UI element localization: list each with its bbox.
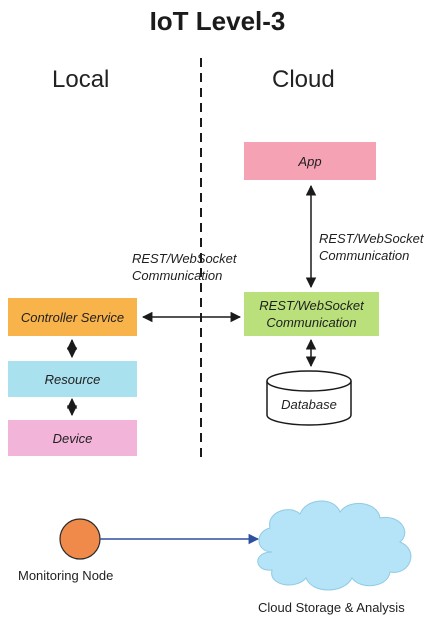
monitoring-node-icon: [59, 518, 101, 560]
database-label: Database: [281, 397, 337, 412]
local-zone-label: Local: [52, 66, 110, 93]
database-cylinder-icon: [266, 370, 352, 426]
cloud-icon: [257, 500, 412, 591]
cloud-storage-label: Cloud Storage & Analysis: [258, 600, 405, 615]
local-cloud-edge-label: REST/WebSocket Communication: [132, 251, 237, 283]
app-box: App: [244, 142, 376, 180]
device-box: Device: [8, 420, 137, 456]
monitoring-node-label: Monitoring Node: [18, 568, 114, 583]
cloud-communication-box: REST/WebSocket Communication: [244, 292, 379, 336]
controller-service-box: Controller Service: [8, 298, 137, 336]
resource-box: Resource: [8, 361, 137, 397]
cloud-zone-label: Cloud: [272, 66, 335, 93]
page-title: IoT Level-3: [149, 6, 286, 36]
app-comm-edge-label: REST/WebSocket Communication: [319, 231, 424, 263]
